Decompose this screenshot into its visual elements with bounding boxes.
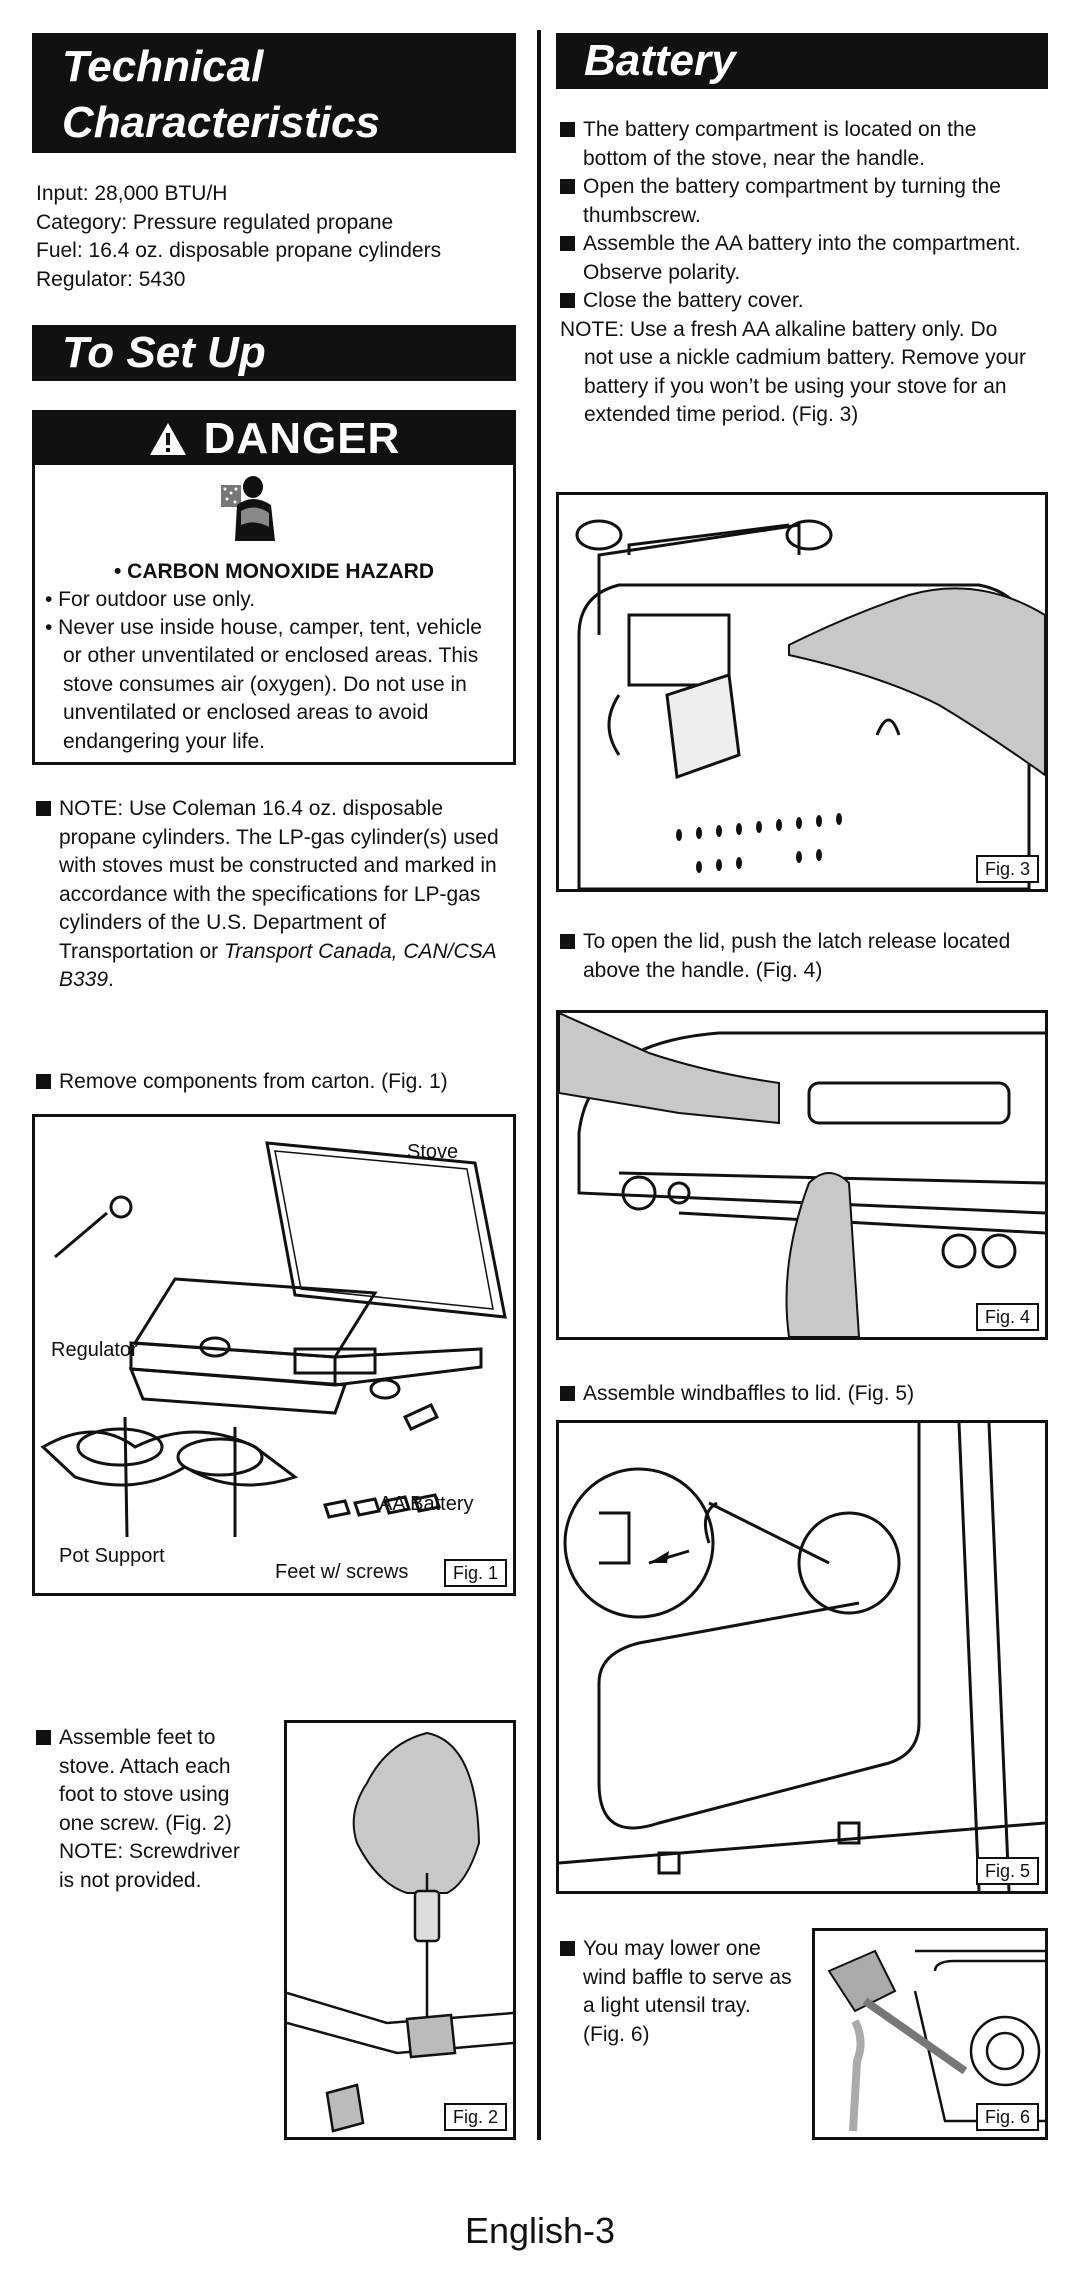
figure-1: Stove Regulator AA Battery Pot Support F… [32, 1114, 516, 1596]
danger-box: DANGER • CARBON MONOXIDE HAZARD • For ou… [32, 410, 516, 765]
technical-title-line2: Characteristics [62, 98, 380, 147]
battery-item-assemble: Assemble the AA battery into the compart… [560, 230, 1040, 287]
technical-title-line1: Technical [62, 42, 264, 91]
fig1-feet-label: Feet w/ screws [275, 1561, 409, 1583]
assemble-windbaffles: Assemble windbaffles to lid. (Fig. 5) [560, 1380, 1040, 1409]
danger-item-never-rest: or other unventilated or enclosed areas.… [63, 644, 479, 753]
note-cylinders-end: . [108, 968, 114, 991]
fig2-drawing [287, 1731, 513, 2133]
battery-header: Battery [556, 33, 1048, 89]
fig2-label: Fig. 2 [443, 2103, 507, 2131]
figure-2: Fig. 2 [284, 1720, 516, 2140]
column-divider [537, 30, 541, 2140]
battery-note-line1: NOTE: Use a fresh AA alkaline battery on… [560, 318, 998, 341]
battery-item-open: Open the battery compartment by turning … [560, 173, 1040, 230]
figure-4: Fig. 4 [556, 1010, 1048, 1340]
spec-input: Input: 28,000 BTU/H [36, 182, 228, 205]
fig1-drawing [40, 1141, 507, 1538]
open-lid: To open the lid, push the latch release … [560, 928, 1040, 985]
fig3-drawing [575, 519, 1045, 889]
fig5-drawing [559, 1423, 1045, 1891]
figure-3: Fig. 3 [556, 492, 1048, 892]
spec-category: Category: Pressure regulated propane [36, 210, 394, 234]
co-hazard-person-icon [219, 475, 279, 543]
note-cylinders-text: NOTE: Use Coleman 16.4 oz. disposable pr… [59, 797, 499, 963]
fig1-aa-battery-label: AA Battery [379, 1493, 474, 1515]
danger-hazard: • CARBON MONOXIDE HAZARD [113, 560, 434, 583]
battery-item-location: The battery compartment is located on th… [560, 116, 1040, 173]
battery-note-rest: not use a nickle cadmium battery. Remove… [584, 346, 1026, 426]
fig6-label: Fig. 6 [975, 2103, 1039, 2131]
danger-item-never: • Never use inside house, camper, tent, … [45, 616, 482, 639]
spec-regulator: Regulator: 5430 [36, 267, 186, 291]
fig5-label: Fig. 5 [975, 1857, 1039, 1885]
fig4-label: Fig. 4 [975, 1303, 1039, 1331]
technical-characteristics-header: Technical Characteristics [32, 33, 516, 153]
danger-banner: DANGER [35, 413, 513, 465]
spec-fuel: Fuel: 16.4 oz. disposable propane cylind… [36, 239, 442, 262]
fig3-label: Fig. 3 [975, 855, 1039, 883]
fig1-regulator-label: Regulator [51, 1339, 138, 1361]
figure-6: Fig. 6 [812, 1928, 1048, 2140]
remove-components: Remove components from carton. (Fig. 1) [36, 1068, 520, 1097]
danger-title: DANGER [203, 414, 401, 463]
fig1-pot-support-label: Pot Support [59, 1545, 165, 1567]
battery-title: Battery [584, 36, 736, 85]
to-set-up-header: To Set Up [32, 325, 516, 381]
battery-item-close: Close the battery cover. [560, 287, 1040, 316]
page-footer: English-3 [464, 2210, 616, 2251]
lower-wind-baffle: You may lower one wind baffle to serve a… [560, 1935, 792, 2049]
danger-item-outdoor: • For outdoor use only. [45, 588, 256, 611]
assemble-feet: Assemble feet to stove. Attach each foot… [36, 1724, 256, 1895]
note-cylinders-italic: Transport Canada, CAN/CSA B339 [59, 939, 496, 992]
figure-5: Fig. 5 [556, 1420, 1048, 1894]
note-cylinders: NOTE: Use Coleman 16.4 oz. disposable pr… [36, 795, 520, 995]
fig1-stove-label: Stove [407, 1141, 459, 1163]
spec-list: Input: 28,000 BTU/H Category: Pressure r… [36, 180, 516, 294]
warning-triangle-icon [148, 421, 188, 457]
fig4-drawing [559, 1013, 1045, 1337]
to-set-up-title: To Set Up [62, 328, 266, 377]
fig6-drawing [827, 1949, 1045, 2132]
fig1-label: Fig. 1 [443, 1559, 507, 1587]
